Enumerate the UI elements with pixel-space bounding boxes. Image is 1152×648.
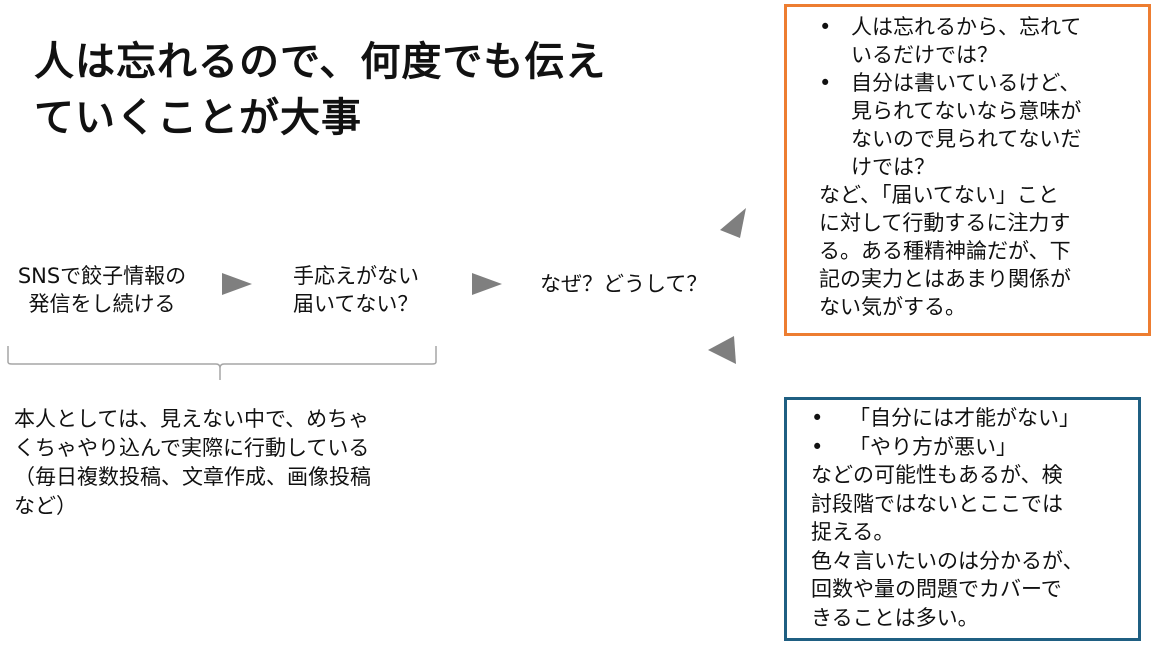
step-text: 手応えがない — [293, 264, 419, 288]
orange-callout-box: • 人は忘れるから、忘れて いるだけでは？ • 自分は書いているけど、 見られて… — [784, 4, 1151, 336]
note-line: など） — [14, 494, 77, 518]
text-line: 色々言いたいのは分かるが、 — [811, 548, 1084, 573]
bullet-item: • 「自分には才能がない」 — [787, 404, 1138, 433]
step-text: 届いてない？ — [293, 292, 419, 316]
title-line: 人は忘れるので、何度でも伝え — [34, 39, 607, 85]
text-line: 記の実力とはあまり関係が — [819, 267, 1071, 291]
bullet-text: ないので見られてないだ — [851, 127, 1082, 151]
bullet-text: 「自分には才能がない」 — [849, 406, 1080, 430]
flow-step-3: なぜ？どうして？ — [540, 272, 708, 296]
effort-note: 本人としては、見えない中で、めちゃ くちゃやり込んで実際に行動している （毎日複… — [14, 405, 371, 521]
text-line: ない気がする。 — [819, 295, 966, 319]
bullet-icon: • — [819, 15, 832, 39]
flow-step-2: 手応えがない 届いてない？ — [293, 262, 419, 318]
bullet-icon: • — [811, 406, 824, 430]
flow-step-1: SNSで餃子情報の 発信をし続ける — [4, 262, 200, 318]
note-line: （毎日複数投稿、文章作成、画像投稿 — [14, 465, 371, 489]
callout-text: などの可能性もあるが、検 討段階ではないとここでは 捉える。 色々言いたいのは分… — [787, 461, 1138, 632]
text-line: 回数や量の問題でカバーで — [811, 577, 1062, 601]
arrow-upright-icon — [720, 208, 746, 238]
bullet-item: • 「やり方が悪い」 — [787, 433, 1138, 462]
callout-text: など、「届いてない」こと に対して行動するに注力す る。ある種精神論だが、下 記… — [787, 181, 1148, 321]
bullet-text: 人は忘れるから、忘れて — [851, 15, 1082, 39]
brace — [7, 346, 437, 380]
text-line: る。ある種精神論だが、下 — [819, 239, 1071, 263]
note-line: くちゃやり込んで実際に行動している — [14, 436, 370, 460]
title-line: ていくことが大事 — [34, 95, 362, 141]
blue-callout-box: • 「自分には才能がない」 • 「やり方が悪い」 などの可能性もあるが、検 討段… — [784, 397, 1141, 641]
note-line: 本人としては、見えない中で、めちゃ — [14, 407, 370, 431]
arrow-right-icon — [472, 273, 502, 295]
bullet-text: 自分は書いているけど、 — [851, 71, 1081, 95]
bullet-text: いるだけでは？ — [851, 43, 998, 67]
arrow-right-icon — [222, 273, 252, 295]
bullet-text: 「やり方が悪い」 — [849, 434, 1017, 459]
slide-title: 人は忘れるので、何度でも伝え ていくことが大事 — [34, 34, 606, 146]
bullet-icon: • — [819, 71, 832, 95]
bullet-item: • 自分は書いているけど、 見られてないなら意味が ないので見られてないだ けで… — [787, 69, 1148, 181]
arrow-downright-icon — [708, 336, 736, 364]
text-line: などの可能性もあるが、検 — [811, 463, 1063, 487]
step-text: 発信をし続ける — [28, 292, 176, 316]
bullet-icon: • — [811, 434, 824, 459]
bullet-item: • 人は忘れるから、忘れて いるだけでは？ — [787, 13, 1148, 69]
text-line: など、「届いてない」こと — [819, 183, 1059, 207]
step-text: SNSで餃子情報の — [17, 264, 187, 288]
text-line: きることは多い。 — [811, 605, 979, 630]
text-line: 討段階ではないとここでは — [811, 491, 1063, 516]
bullet-text: けでは？ — [851, 155, 935, 179]
text-line: 捉える。 — [811, 520, 895, 544]
text-line: に対して行動するに注力す — [819, 211, 1071, 235]
bullet-text: 見られてないなら意味が — [851, 99, 1082, 123]
